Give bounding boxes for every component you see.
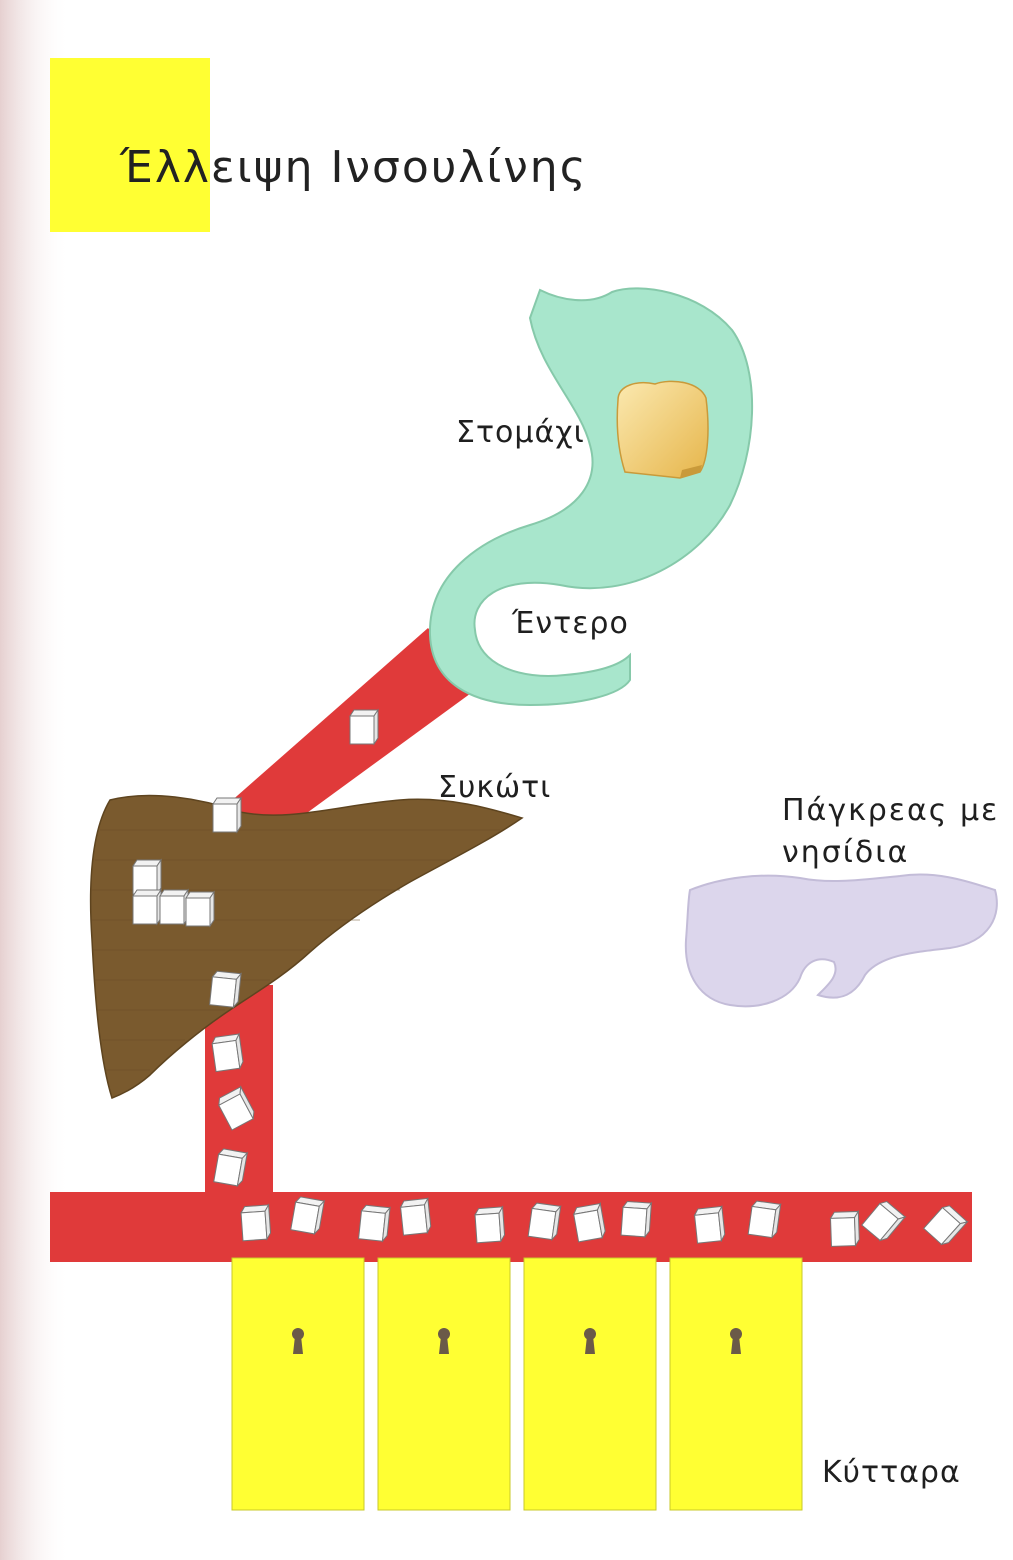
sugar-cube-icon: [133, 860, 161, 894]
liver-label: Συκώτι: [438, 770, 551, 805]
bread-icon: [617, 381, 708, 478]
sugar-cube-icon: [359, 1205, 390, 1242]
pancreas-label-line1: Πάγκρεας με: [782, 790, 999, 832]
sugar-cube-icon: [748, 1201, 780, 1239]
sugar-cube-icon: [210, 971, 241, 1008]
sugar-cube-icon: [830, 1211, 859, 1246]
sugar-cube-icon: [291, 1196, 324, 1234]
cells: [232, 1258, 802, 1510]
cell: [670, 1258, 802, 1510]
stomach-label: Στομάχι: [456, 415, 585, 450]
pancreas-label-line2: νησίδια: [782, 832, 999, 874]
sugar-cube-icon: [213, 798, 241, 832]
cell: [524, 1258, 656, 1510]
sugar-cube-icon: [694, 1206, 725, 1243]
page-edge-shadow: [0, 0, 70, 1560]
sugar-cube-icon: [475, 1207, 505, 1243]
sugar-cube-icon: [573, 1204, 606, 1242]
page-title: Έλλειψη Ινσουλίνης: [120, 142, 588, 193]
sugar-cube-icon: [214, 1148, 247, 1186]
sugar-cube-icon: [621, 1201, 651, 1237]
pancreas-label: Πάγκρεας με νησίδια: [782, 790, 999, 874]
sugar-cube-icon: [241, 1205, 271, 1241]
cells-label: Κύτταρα: [822, 1455, 961, 1490]
sugar-cube-icon: [211, 1034, 243, 1072]
intestine-label: Έντερο: [512, 606, 629, 641]
sugar-cube-icon: [400, 1198, 431, 1235]
sugar-cube-icon: [528, 1203, 560, 1241]
pancreas: [686, 875, 997, 1007]
cell: [378, 1258, 510, 1510]
sugar-cube-icon: [133, 890, 161, 924]
sugar-cube-icon: [160, 890, 188, 924]
sugar-cube-icon: [350, 710, 378, 744]
sugar-cube-icon: [186, 892, 214, 926]
liver: [91, 796, 522, 1098]
cell: [232, 1258, 364, 1510]
stomach: [430, 288, 752, 705]
